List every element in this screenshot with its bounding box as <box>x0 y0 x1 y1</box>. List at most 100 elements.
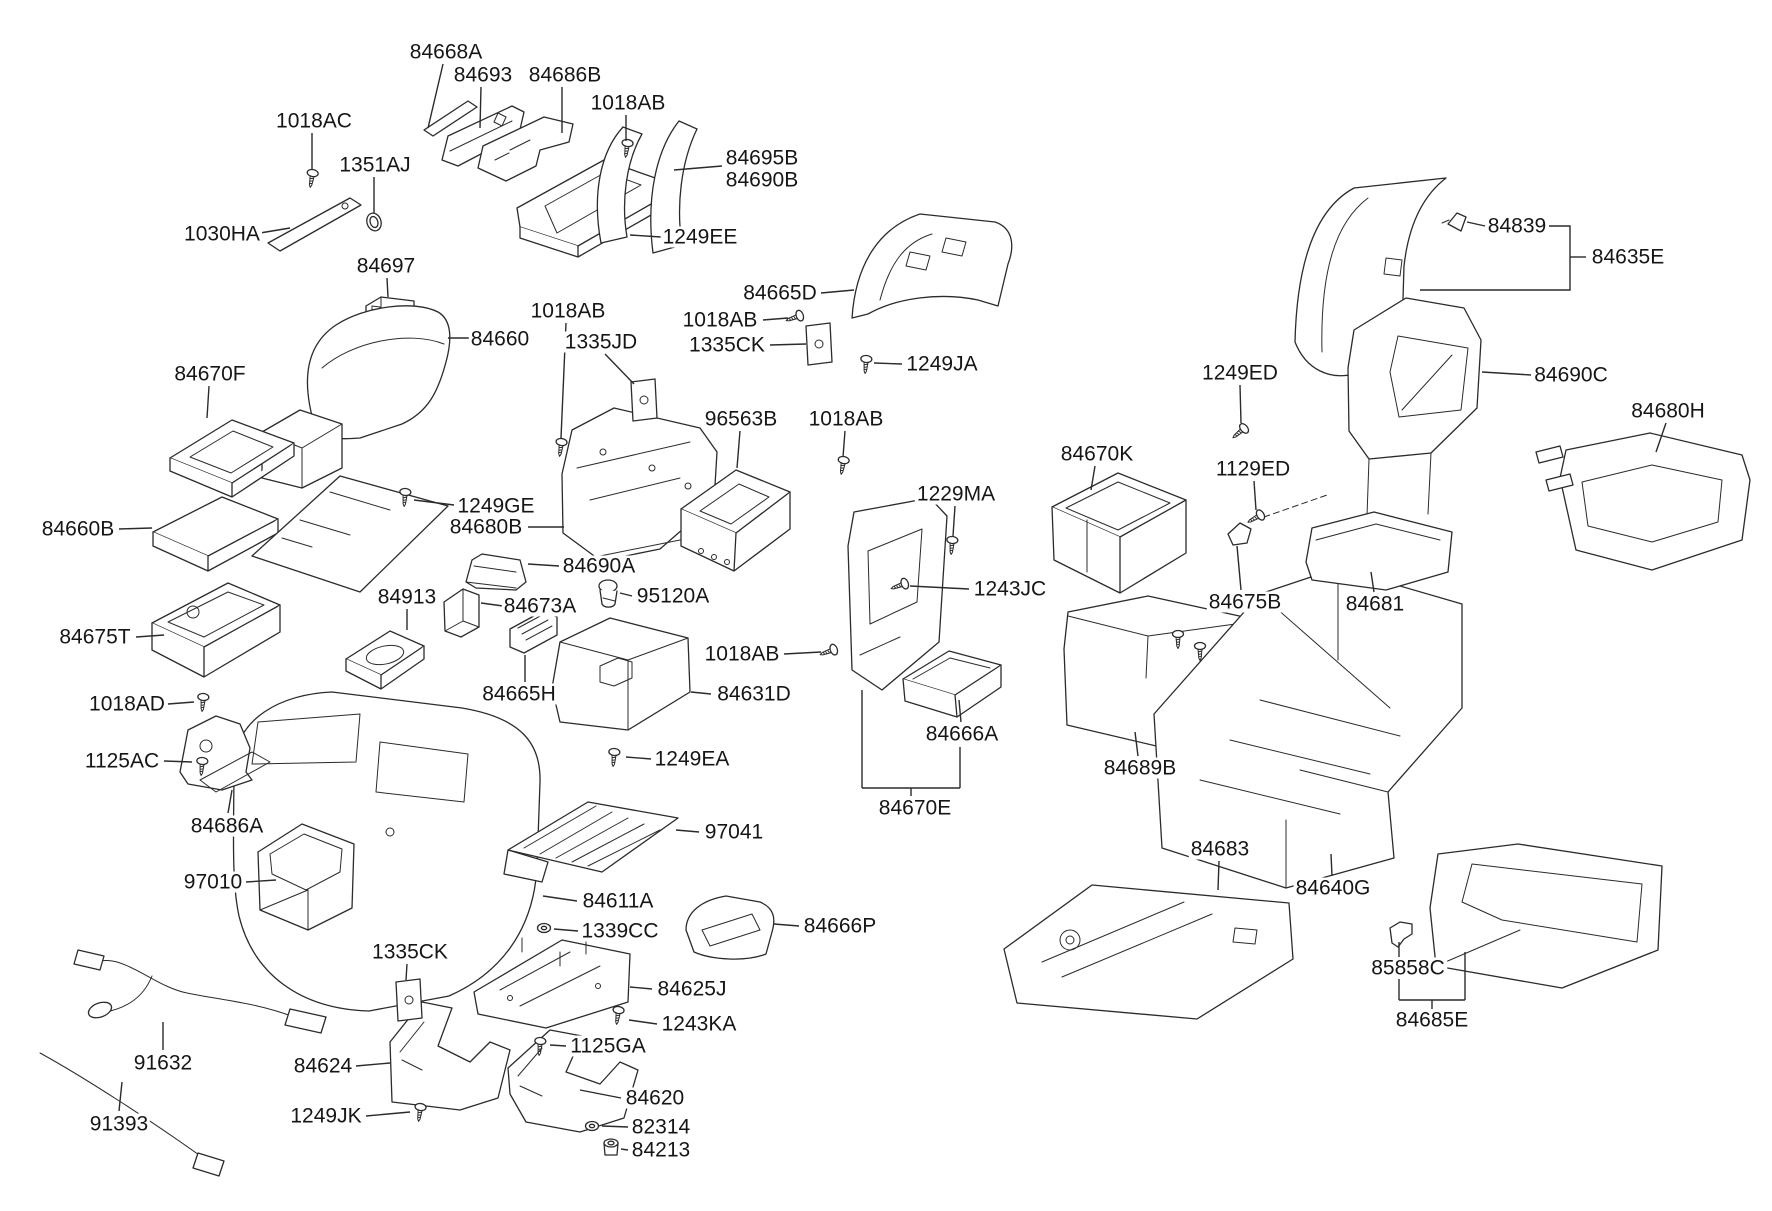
part-label-95120A: 95120A <box>634 584 712 608</box>
leader-line <box>952 505 956 537</box>
part-95120A-sensor-drawing <box>598 579 618 608</box>
part-97041-vent-drawing <box>503 801 679 883</box>
part-label-84695B: 84695B <box>723 146 801 170</box>
part-label-84693: 84693 <box>451 63 515 87</box>
part-84666A-tray-drawing <box>902 650 1002 718</box>
part-label-1018AD: 1018AD <box>87 692 167 716</box>
part-84670K-switch-drawing <box>1051 472 1187 594</box>
leader-line <box>549 1044 567 1047</box>
part-84675T-drawing <box>151 582 281 678</box>
leader-line <box>783 651 822 655</box>
part-label-84670K: 84670K <box>1058 442 1136 466</box>
part-label-1351AJ: 1351AJ <box>337 153 413 177</box>
leader-line <box>365 1111 411 1117</box>
leader-line <box>769 343 807 346</box>
part-label-84686A: 84686A <box>188 814 266 838</box>
leader-line <box>259 227 291 234</box>
part-84839-clip-drawing <box>1441 212 1467 232</box>
part-label-84660B: 84660B <box>39 517 117 541</box>
part-84668A-drawing <box>423 100 478 137</box>
leader-line <box>673 165 723 171</box>
leader-line <box>1370 571 1375 593</box>
leader-line <box>163 760 193 763</box>
leader-line <box>909 585 970 590</box>
leader-line <box>1330 853 1333 877</box>
leader-line <box>1236 545 1242 591</box>
part-label-84681: 84681 <box>1343 592 1407 616</box>
part-label-1335CK-2: 1335CK <box>370 940 450 964</box>
part-84680B-bracket-drawing <box>561 407 718 562</box>
part-label-84670E: 84670E <box>876 796 954 820</box>
leader-line <box>620 1148 629 1151</box>
part-label-1335JD: 1335JD <box>562 330 640 354</box>
part-label-85858C: 85858C <box>1369 956 1447 980</box>
leader-line <box>1420 225 1571 291</box>
part-84625J-plate-drawing <box>473 937 631 1029</box>
part-84683-plate-drawing <box>1003 884 1294 1020</box>
part-label-1243KA: 1243KA <box>659 1012 739 1036</box>
part-label-84631D: 84631D <box>715 682 793 706</box>
leader-line <box>167 701 195 705</box>
leader-lines <box>118 63 1667 1151</box>
leader-line <box>427 63 444 129</box>
part-label-1249JA: 1249JA <box>904 352 980 376</box>
leader-line <box>842 430 846 458</box>
part-84675B-clip-drawing <box>1227 522 1252 546</box>
part-label-1249ED: 1249ED <box>1200 361 1280 385</box>
part-label-84660: 84660 <box>468 327 532 351</box>
part-84693-drawing <box>441 105 525 167</box>
part-84660B-drawing <box>152 496 279 572</box>
leader-line <box>601 1125 629 1128</box>
part-label-84213: 84213 <box>629 1138 693 1162</box>
leader-line <box>480 602 504 607</box>
leader-line <box>405 963 408 981</box>
part-84673A-drawing <box>443 588 480 638</box>
part-label-84625J: 84625J <box>655 977 729 1001</box>
part-label-97041: 97041 <box>702 820 766 844</box>
leader-line <box>542 895 578 902</box>
part-label-1018AB-4: 1018AB <box>806 407 886 431</box>
part-label-97010: 97010 <box>181 870 245 894</box>
part-label-84690C: 84690C <box>1532 363 1610 387</box>
part-label-84839: 84839 <box>1485 214 1549 238</box>
part-label-1129ED: 1129ED <box>1213 457 1293 481</box>
part-84690C-console-drawing <box>1347 297 1482 517</box>
part-label-84690A: 84690A <box>560 554 638 578</box>
alignment-dashed-line <box>1263 493 1331 518</box>
part-label-84635E: 84635E <box>1589 245 1667 269</box>
part-label-1018AB-3: 1018AB <box>680 308 760 332</box>
part-label-84683: 84683 <box>1188 837 1252 861</box>
part-84681-tray-drawing <box>1305 511 1453 591</box>
leader-line <box>135 634 165 638</box>
part-84670F-drawing <box>169 419 295 498</box>
leader-line <box>1481 371 1532 376</box>
leader-line <box>773 923 800 927</box>
part-label-84640G: 84640G <box>1293 876 1373 900</box>
part-label-84668A: 84668A <box>407 40 485 64</box>
part-label-84680H: 84680H <box>1629 399 1707 423</box>
part-label-82314: 82314 <box>629 1115 693 1139</box>
part-1243JC-panel-drawing <box>847 497 948 691</box>
part-label-84666P: 84666P <box>801 914 879 938</box>
leader-line <box>579 1089 622 1099</box>
part-label-84665H: 84665H <box>480 682 558 706</box>
leader-line <box>227 789 233 814</box>
part-label-84913: 84913 <box>375 585 439 609</box>
part-97010-cup-drawing <box>257 823 355 931</box>
part-84611A-console-drawing <box>232 691 541 1012</box>
part-label-84689B: 84689B <box>1101 756 1179 780</box>
leader-line <box>873 362 903 365</box>
part-label-84680B: 84680B <box>447 515 525 539</box>
part-91393-wire-drawing <box>39 1052 225 1177</box>
part-84686A-bracket-drawing <box>179 715 271 793</box>
part-84686B-drawing <box>477 116 574 182</box>
leader-line <box>386 277 389 298</box>
leader-line <box>413 499 455 506</box>
part-84680H-armrest-drawing <box>1535 432 1751 571</box>
part-label-1018AB-5: 1018AB <box>702 642 782 666</box>
part-label-84611A: 84611A <box>580 889 656 913</box>
part-label-1249GE: 1249GE <box>455 494 537 518</box>
part-label-84670F: 84670F <box>172 362 248 386</box>
leader-line <box>629 234 662 238</box>
part-label-84675T: 84675T <box>57 625 133 649</box>
